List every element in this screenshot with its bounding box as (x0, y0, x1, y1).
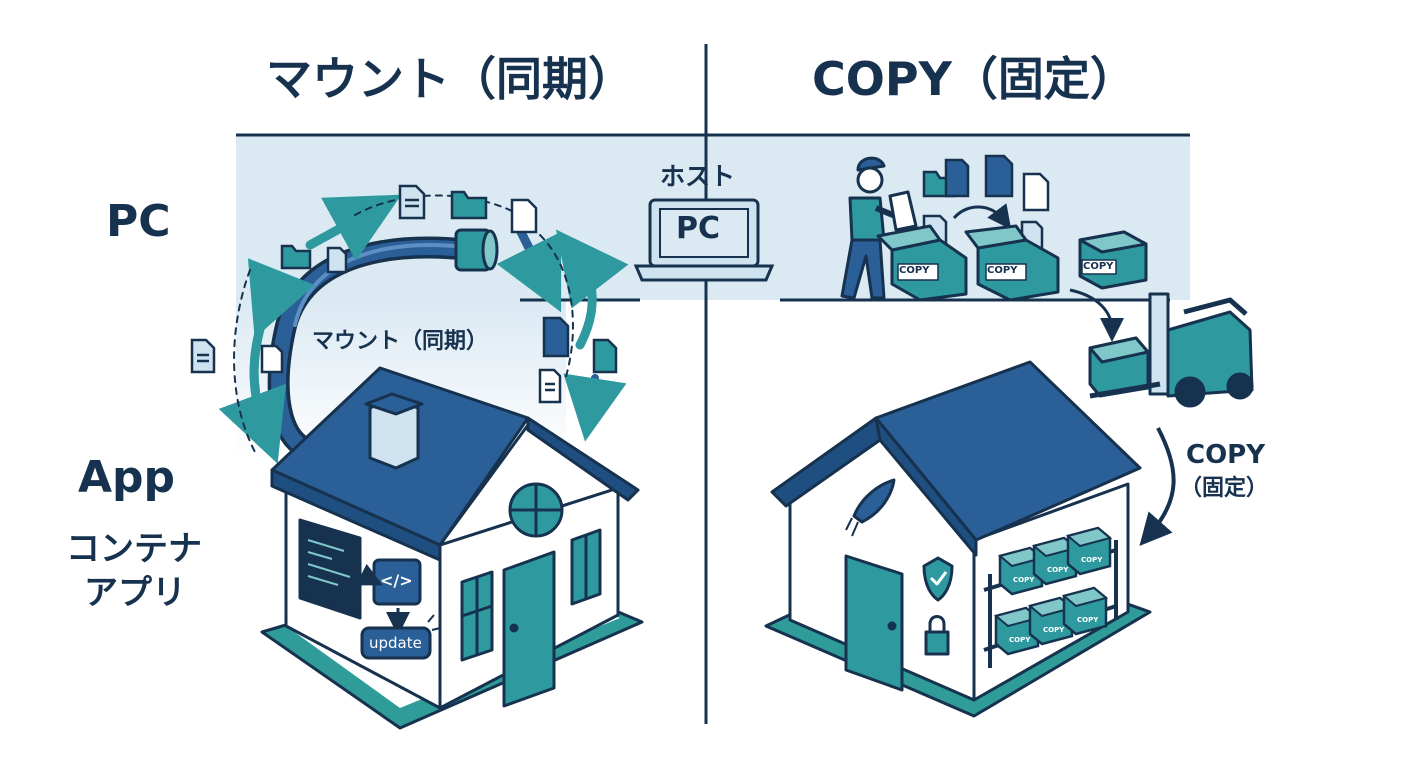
door (502, 550, 556, 708)
shelf-box-label: COPY (1009, 636, 1031, 644)
box-label: COPY (899, 265, 930, 276)
copy-arrow (1139, 427, 1176, 547)
row-label-pc: PC (106, 196, 171, 247)
shelf-box-label: COPY (1081, 556, 1103, 564)
door (844, 554, 904, 692)
shelf-copy-box: COPY (1031, 536, 1079, 586)
copy-fixed-label-2: （固定） (1180, 476, 1269, 501)
file-icon (190, 338, 216, 374)
shelf-box-label: COPY (1047, 566, 1069, 574)
file-icon (1022, 172, 1050, 212)
code-icon: </> (380, 571, 413, 590)
folder-icon (450, 190, 488, 220)
file-icon (260, 344, 284, 374)
rocket-icon (852, 478, 896, 524)
shelf-copy-box: COPY (1065, 526, 1113, 576)
row-sublabel-container: コンテナ (66, 529, 202, 569)
host-caption: ホスト (660, 162, 736, 191)
shelf-copy-box: COPY (997, 546, 1045, 596)
shelf-boxes: COPY COPY COPY COPY COPY COPY (993, 526, 1113, 656)
box-label: COPY (987, 265, 1018, 276)
column-title-mount: マウント（同期） (266, 52, 634, 106)
file-icon (326, 246, 348, 274)
file-icon (510, 198, 538, 234)
row-sublabel-app: アプリ (84, 573, 186, 613)
shelf-box-label: COPY (1043, 626, 1065, 634)
file-icon (398, 184, 426, 220)
lock-icon (924, 630, 950, 656)
file-icon (944, 158, 970, 198)
shelf-copy-box: COPY (1061, 586, 1109, 636)
file-icon (984, 154, 1014, 198)
laptop-icon (633, 198, 775, 282)
sync-arrows (218, 194, 629, 464)
file-icon (592, 338, 618, 374)
container-house-left (260, 366, 644, 730)
laptop-text: PC (676, 211, 721, 246)
folder-icon (280, 244, 312, 270)
mount-sync-label: マウント（同期） (312, 329, 489, 354)
shelf-box-label: COPY (1077, 616, 1099, 624)
file-icon (538, 368, 562, 404)
copy-boxes-host (876, 224, 1148, 342)
shelf-copy-box: COPY (993, 606, 1041, 656)
code-screen (298, 518, 362, 620)
column-title-copy: COPY（固定） (812, 52, 1136, 106)
update-button-shape (360, 626, 432, 660)
file-icon (542, 316, 570, 358)
forklift-icon (1088, 292, 1254, 408)
row-label-app: App (78, 452, 176, 503)
box-label: COPY (1083, 261, 1114, 272)
update-button: update (369, 634, 422, 652)
copy-fixed-label-1: COPY (1186, 440, 1266, 470)
shelf-box-label: COPY (1013, 576, 1035, 584)
shield-icon (922, 556, 954, 602)
flying-files (190, 184, 618, 404)
